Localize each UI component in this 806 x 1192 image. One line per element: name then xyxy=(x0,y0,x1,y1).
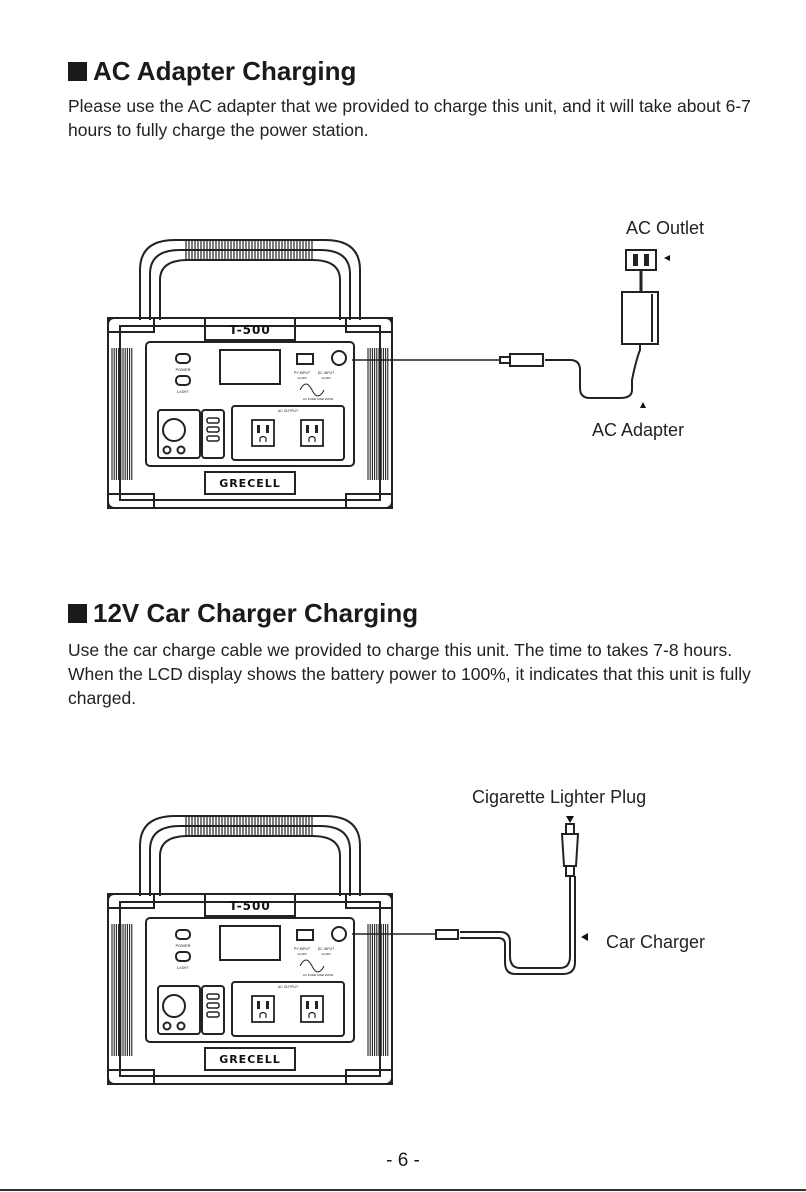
light-label: LIGHT xyxy=(177,389,189,394)
heading-square-icon xyxy=(68,603,87,623)
brand-label: GRECELL xyxy=(219,1053,281,1066)
plug-arrow-icon xyxy=(566,816,574,823)
section-body: Please use the AC adapter that we provid… xyxy=(68,96,751,140)
charger-arrow-icon xyxy=(581,933,588,941)
section-heading-ac: AC Adapter Charging xyxy=(68,56,356,86)
pv-input-label: PV INPUT xyxy=(294,371,311,375)
sine-wave-label: AC PURE SINE WAVE xyxy=(303,397,334,401)
car-charger-illustration xyxy=(352,823,580,975)
model-label: T-500 xyxy=(229,899,270,913)
dc-input-label: DC INPUT xyxy=(318,371,335,375)
dc-input-label: DC INPUT xyxy=(318,947,335,951)
ac-adapter-illustration xyxy=(352,249,659,399)
page-number: - 6 - xyxy=(386,1150,420,1171)
ac-output-label: AC OUTPUT xyxy=(278,985,299,989)
ac-output-label: AC OUTPUT xyxy=(278,409,299,413)
outlet-arrow-icon xyxy=(664,255,670,261)
dc-range-label: 12-28V xyxy=(321,376,331,380)
callout-ac-outlet: AC Outlet xyxy=(626,218,705,238)
pv-input-label: PV INPUT xyxy=(294,947,311,951)
brand-label: GRECELL xyxy=(219,477,281,490)
section-heading-car: 12V Car Charger Charging xyxy=(68,598,418,628)
dc-range-label: 12-28V xyxy=(321,952,331,956)
bottom-rule xyxy=(0,1189,806,1191)
section-title: 12V Car Charger Charging xyxy=(93,598,419,628)
callout-car-charger: Car Charger xyxy=(606,932,706,952)
heading-square-icon xyxy=(68,61,87,81)
section-title: AC Adapter Charging xyxy=(93,56,357,86)
power-label: POWER xyxy=(175,943,190,948)
light-label: LIGHT xyxy=(177,965,189,970)
section-body: Use the car charge cable we provided to … xyxy=(68,640,751,708)
power-label: POWER xyxy=(175,367,190,372)
callout-cigarette-plug: Cigarette Lighter Plug xyxy=(472,787,647,807)
adapter-arrow-icon xyxy=(640,402,646,408)
pv-range-label: 12-28V xyxy=(297,376,307,380)
sine-wave-label: AC PURE SINE WAVE xyxy=(303,973,334,977)
pv-range-label: 12-28V xyxy=(297,952,307,956)
callout-ac-adapter: AC Adapter xyxy=(592,420,685,440)
model-label: T-500 xyxy=(229,323,270,337)
